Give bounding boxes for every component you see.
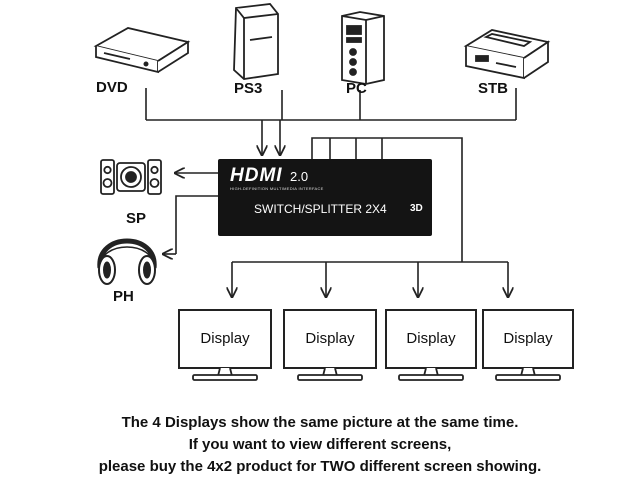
headphone-label: PH — [113, 288, 134, 305]
display-label-2: Display — [305, 330, 355, 347]
display-monitor-icon — [283, 309, 377, 381]
hdmi-tagline: HIGH-DEFINITION MULTIMEDIA INTERFACE — [230, 186, 324, 191]
note-line-3: please buy the 4x2 product for TWO diffe… — [98, 458, 542, 475]
display-monitor-icon — [178, 309, 272, 381]
hdmi-switch-box: HDMI HIGH-DEFINITION MULTIMEDIA INTERFAC… — [218, 159, 432, 236]
display-monitor-icon — [385, 309, 477, 381]
headphone-icon — [97, 238, 157, 285]
ps3-label: PS3 — [234, 80, 263, 97]
display-label-1: Display — [200, 330, 250, 347]
display-label-3: Display — [406, 330, 456, 347]
hdmi-version: 2.0 — [290, 169, 309, 184]
pc-tower-icon — [341, 11, 385, 85]
hdmi-logo: HDMI — [230, 165, 283, 186]
speaker-label: SP — [126, 210, 147, 227]
switch-title: SWITCH/SPLITTER 2X4 — [254, 202, 387, 216]
speaker-icon — [100, 159, 162, 195]
pc-label: PC — [346, 80, 367, 97]
stb-label: STB — [478, 80, 508, 97]
display-label-4: Display — [503, 330, 553, 347]
ps3-console-icon — [233, 3, 279, 80]
set-top-box-icon — [463, 29, 551, 80]
note-line-2: If you want to view different screens, — [188, 436, 452, 453]
source-bus-lines — [145, 88, 517, 121]
display-monitor-icon — [482, 309, 574, 381]
note-line-1: The 4 Displays show the same picture at … — [121, 414, 519, 431]
output-bus-lines — [232, 137, 508, 263]
headphone-line — [175, 195, 218, 254]
dvd-player-icon — [93, 27, 191, 74]
3d-badge: 3D — [410, 203, 423, 214]
dvd-label: DVD — [96, 79, 128, 96]
